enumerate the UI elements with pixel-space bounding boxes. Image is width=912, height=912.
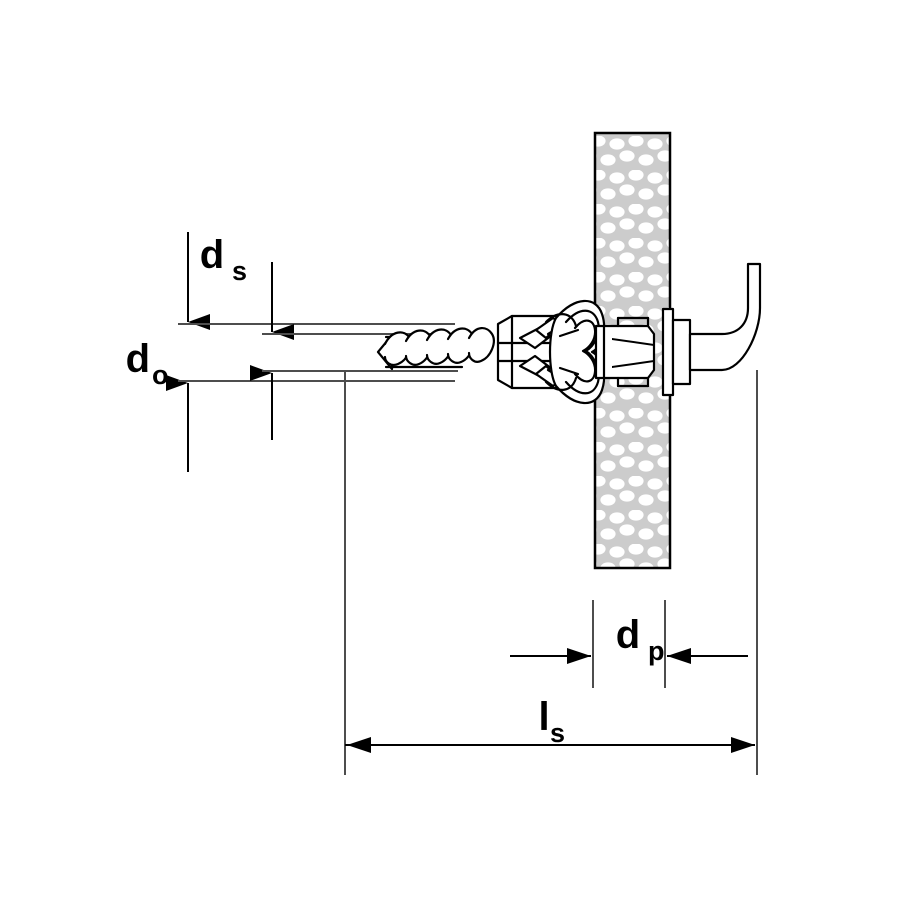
anchor-flange	[661, 307, 692, 397]
ls-extension-lines	[344, 370, 758, 775]
dimension-ls: l s	[345, 695, 755, 753]
dimension-do: d o	[126, 232, 455, 472]
dimension-dp: d p	[510, 600, 748, 688]
do-label: d	[126, 337, 150, 381]
screw-thread	[383, 327, 495, 366]
ds-label: d	[200, 233, 224, 277]
ls-label: l	[538, 695, 549, 739]
ls-subscript: s	[550, 718, 565, 748]
ds-subscript: s	[232, 256, 247, 286]
anchor-barrel	[594, 316, 656, 388]
dp-subscript: p	[648, 636, 665, 666]
do-subscript: o	[152, 360, 169, 390]
anchor-assembly	[376, 262, 762, 405]
hook	[688, 262, 762, 372]
anchor-expanded-body	[544, 299, 606, 405]
dp-label: d	[616, 613, 640, 657]
dimension-ds: d s	[200, 233, 458, 440]
